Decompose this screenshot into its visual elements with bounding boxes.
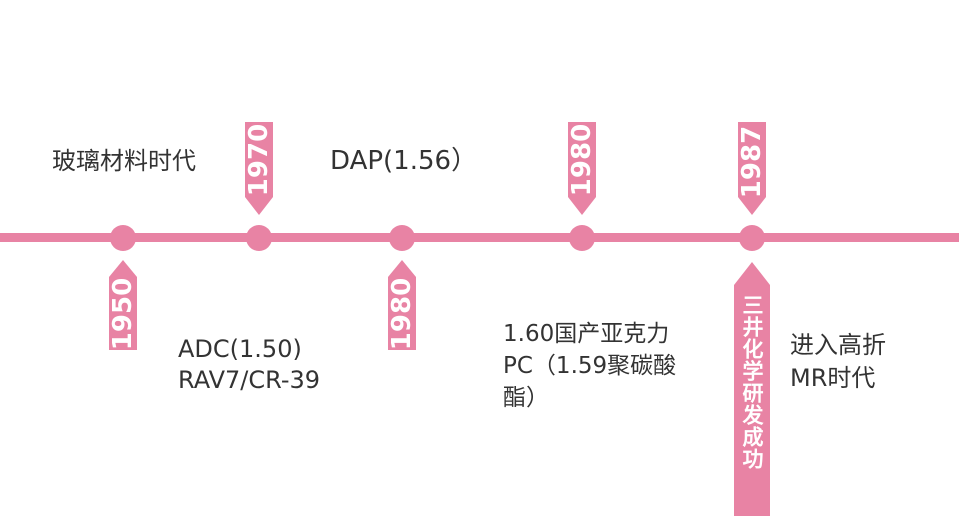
label-adc: ADC(1.50) RAV7/CR-39 <box>178 335 321 394</box>
tag-1987-text: 1987 <box>737 125 767 199</box>
timeline-line <box>0 233 959 242</box>
tag-1987 <box>738 122 766 215</box>
tag-1980b-text: 1980 <box>567 123 597 197</box>
timeline-node-1987 <box>739 225 765 251</box>
tag-1980b <box>568 122 596 215</box>
label-dap: DAP(1.56） <box>330 146 478 176</box>
timeline-node-1980a <box>389 225 415 251</box>
tag-1950-text: 1950 <box>108 277 138 351</box>
label-mr-era: 进入高折 MR时代 <box>790 331 886 392</box>
timeline-node-1970 <box>246 225 272 251</box>
tag-1980a <box>388 260 416 350</box>
label-pc: 1.60国产亚克力 PC（1.59聚碳酸 酯） <box>503 321 677 411</box>
tag-mitsui-text: 三井化学研发成功 <box>740 294 764 470</box>
tag-mitsui <box>734 262 770 516</box>
tag-1970-text: 1970 <box>244 123 274 197</box>
tag-1970 <box>245 122 273 215</box>
tag-1980a-text: 1980 <box>387 277 417 351</box>
timeline-node-1980b <box>569 225 595 251</box>
timeline-node-1950 <box>110 225 136 251</box>
tag-1950 <box>109 260 137 350</box>
label-glass-era: 玻璃材料时代 <box>52 147 196 175</box>
